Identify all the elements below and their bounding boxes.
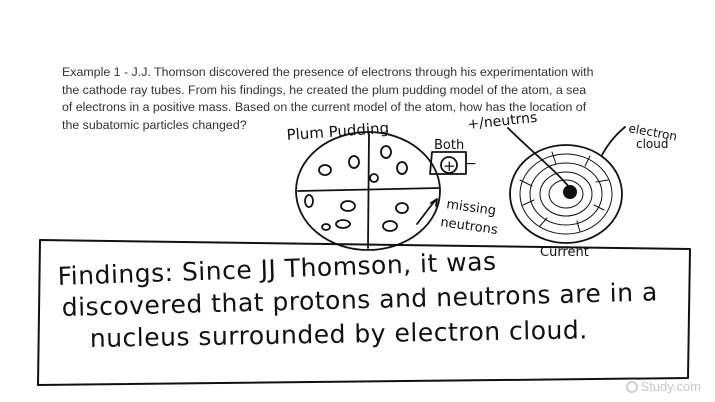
example-question: Example 1 - J.J. Thomson discovered the … — [62, 65, 594, 132]
nucleus-dot — [563, 185, 577, 199]
missing-label: missing — [445, 197, 497, 219]
plum-pudding-label: Plum Pudding — [286, 119, 390, 144]
current-label: Current — [540, 245, 589, 260]
electron-cloud-scribbles — [519, 151, 613, 235]
missing-neutrons-arrow — [416, 199, 437, 225]
missing-neutrons-label: neutrons — [439, 215, 498, 238]
plum-pudding-vertical-divider — [367, 133, 370, 249]
findings-line-3: nucleus surrounded by electron cloud. — [90, 315, 588, 353]
study-watermark: Study.com — [625, 379, 701, 394]
plum-pudding-electrons — [304, 145, 409, 232]
both-label: Both — [434, 138, 464, 153]
watermark-text: Study.com — [640, 379, 701, 394]
plus-symbol: + — [443, 157, 456, 175]
cloud-label: cloud — [636, 137, 669, 151]
electron-cloud-arrow — [601, 126, 626, 156]
study-logo-icon — [625, 380, 638, 393]
nucleus-arrow — [507, 127, 571, 189]
both-symbol-box — [429, 151, 467, 175]
plum-pudding-circle — [295, 131, 441, 251]
electron-cloud-circle — [509, 144, 623, 244]
minus-symbol: − — [465, 156, 477, 172]
findings-box — [37, 239, 691, 386]
neutrons-label: +/neutrns — [467, 110, 538, 133]
